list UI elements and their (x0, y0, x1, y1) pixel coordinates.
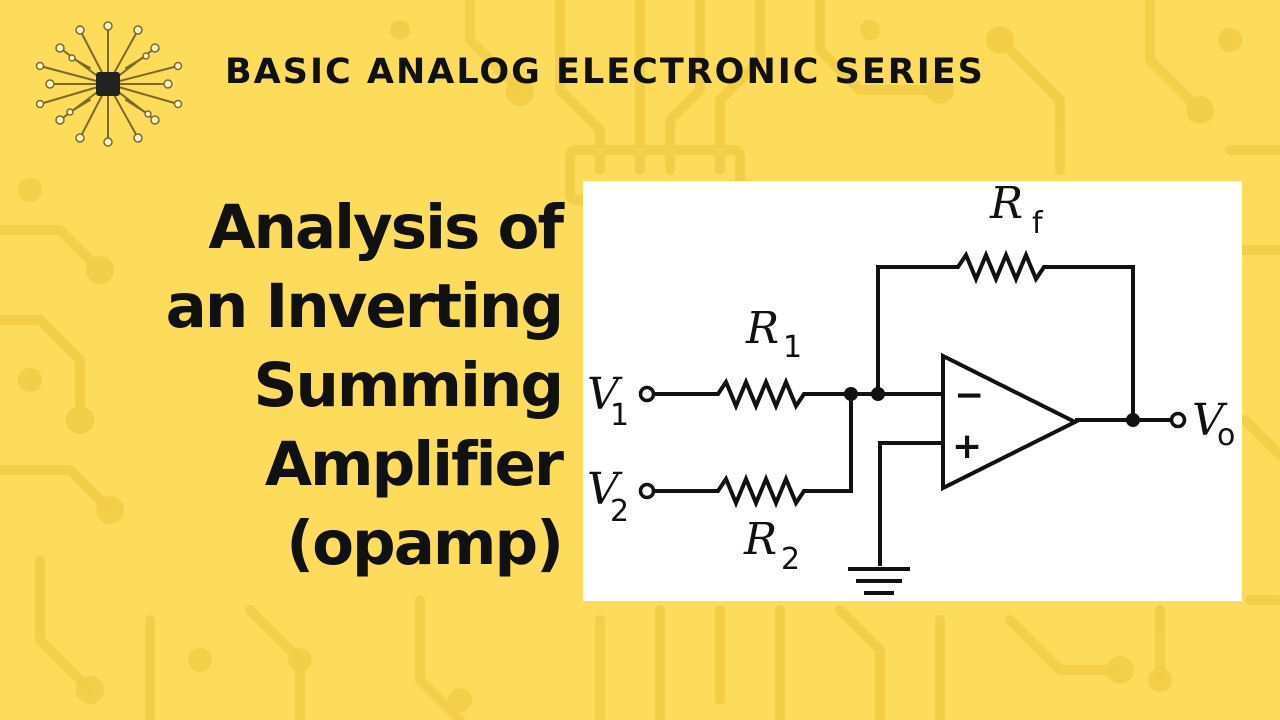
label-rf-subscript: f (1032, 206, 1044, 241)
terminal-v1 (638, 385, 656, 403)
circuit-brain-logo-icon (35, 21, 183, 147)
wire-ground (878, 441, 941, 566)
wire-v1 (655, 376, 941, 412)
terminal-v2 (638, 482, 656, 500)
title-line-4: Amplifier (264, 429, 564, 500)
title-line-1: Analysis of (208, 192, 564, 263)
junction-dot (844, 387, 858, 401)
opamp-triangle (941, 352, 1080, 492)
terminal-vo (1169, 411, 1187, 429)
label-vo-subscript: o (1217, 418, 1235, 453)
label-vo: V (1192, 395, 1228, 446)
junction-dot (1126, 413, 1140, 427)
label-v1: V (587, 369, 623, 420)
title-line-2: an Inverting (165, 271, 564, 342)
label-v1-subscript: 1 (610, 398, 629, 433)
label-r1: R (745, 303, 779, 354)
label-r2-subscript: 2 (781, 542, 800, 577)
title-line-3: Summing (253, 350, 564, 421)
noninverting-input-sign: + (952, 426, 982, 467)
inverting-input-sign: − (954, 375, 984, 416)
chip-icon (96, 72, 120, 96)
label-rf: R (989, 181, 1023, 229)
page-title: Analysis of an Inverting Summing Amplifi… (40, 188, 564, 583)
circuit-diagram-panel: − + R f R 1 R 2 V 1 V 2 V o (583, 181, 1242, 601)
junction-dot (871, 387, 885, 401)
series-title: BASIC ANALOG ELECTRONIC SERIES (225, 52, 985, 92)
wire-v2 (655, 394, 853, 509)
title-line-5: (opamp) (286, 508, 564, 579)
wire-feedback (876, 249, 1135, 420)
label-r1-subscript: 1 (783, 330, 802, 365)
label-v2-subscript: 2 (610, 494, 629, 529)
label-v2: V (587, 464, 623, 515)
ground-icon (848, 567, 910, 595)
label-r2: R (743, 514, 777, 565)
summing-amplifier-schematic: − + R f R 1 R 2 V 1 V 2 V o (587, 181, 1235, 595)
